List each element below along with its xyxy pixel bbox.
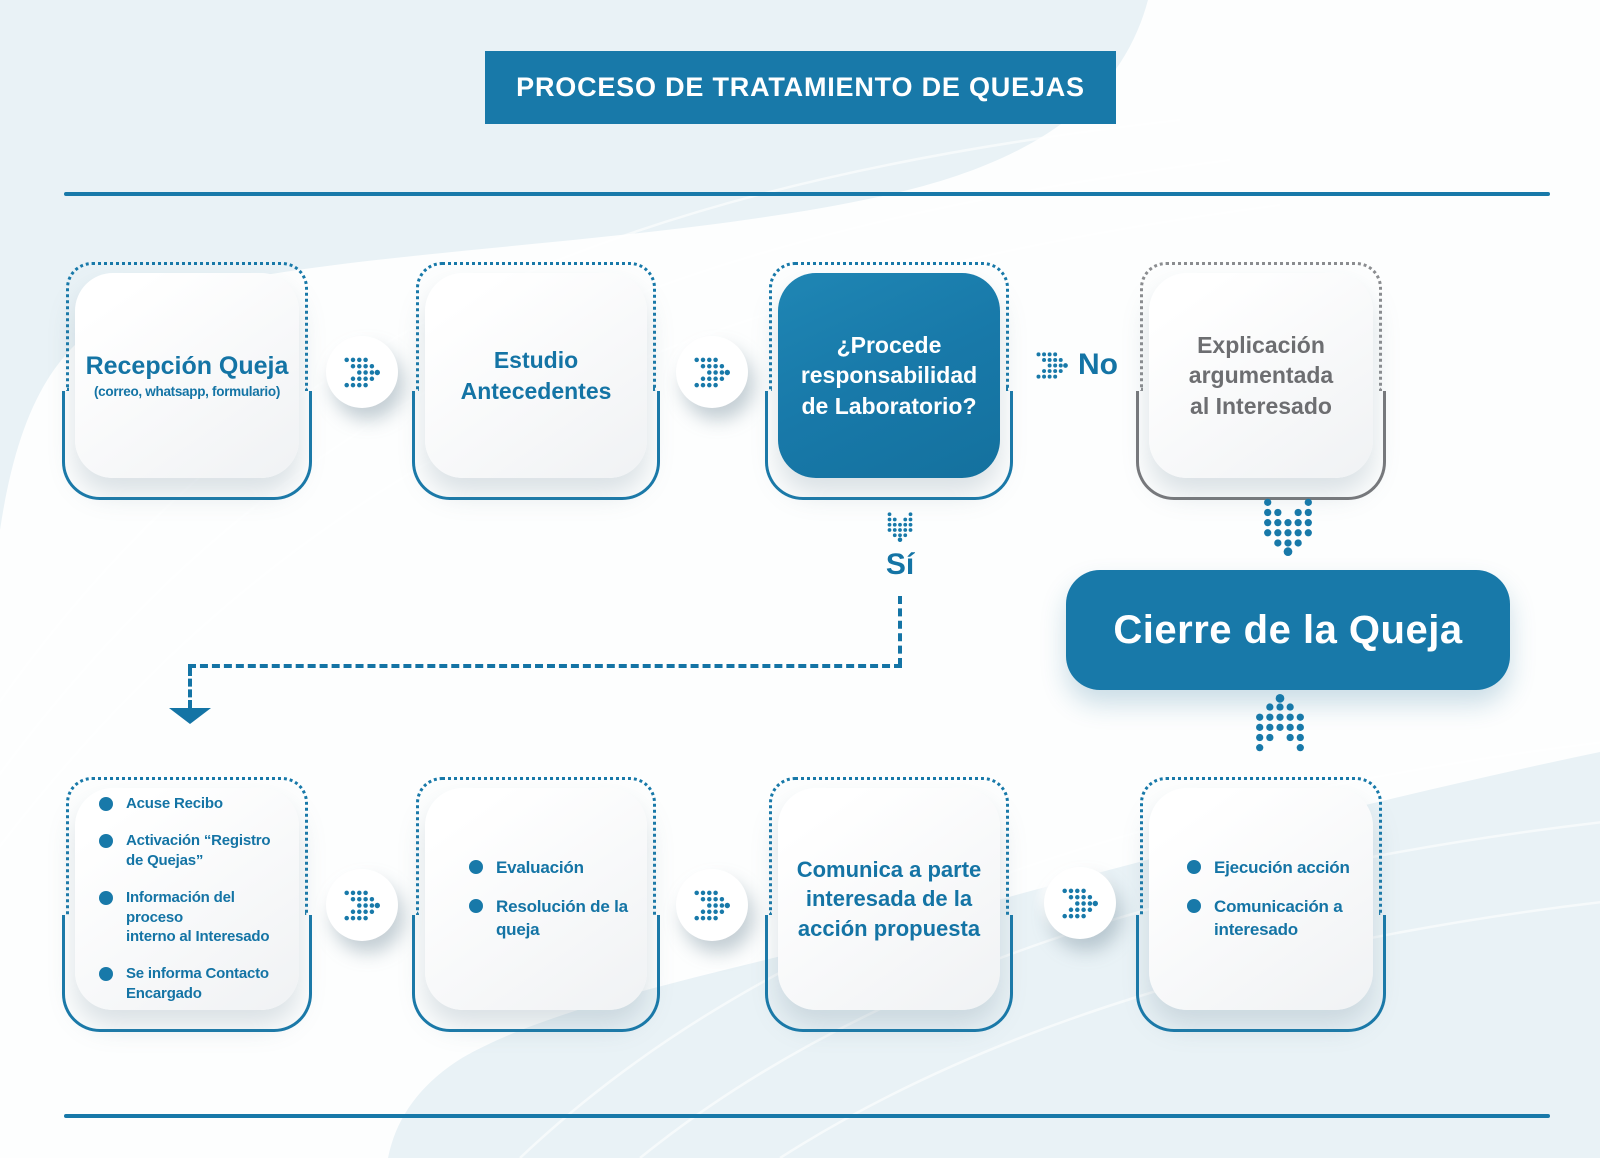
dot-bullet-icon <box>99 797 113 812</box>
node-explicacion-argumentada: Explicación argumentada al Interesado <box>1136 262 1386 500</box>
dot-bullet-icon <box>469 859 483 874</box>
list-item: Se informa Contacto Encargado <box>99 964 285 1004</box>
chevron-right-dots-icon <box>1036 352 1068 379</box>
node-subtitle: (correo, whatsapp, formulario) <box>93 384 281 399</box>
flow-arrow-circle <box>1044 867 1116 939</box>
bullet-list: Ejecución acción Comunicación a interesa… <box>1149 857 1373 941</box>
node-card: ¿Procede responsabilidad de Laboratorio? <box>778 273 1000 478</box>
node-registro-queja: Acuse Recibo Activación “Registro de Que… <box>62 777 312 1032</box>
solid-frame <box>1136 390 1386 500</box>
list-item: Información del proceso interno al Inter… <box>99 888 285 947</box>
dotted-frame <box>769 777 1009 915</box>
solid-frame <box>765 914 1013 1032</box>
node-title: Recepción Queja <box>85 352 289 380</box>
dot-bullet-icon <box>1187 899 1201 914</box>
node-ejecucion-accion: Ejecución acción Comunicación a interesa… <box>1136 777 1386 1032</box>
node-card: Ejecución acción Comunicación a interesa… <box>1149 788 1373 1010</box>
list-item: Evaluación <box>469 857 633 879</box>
to-cierre-up-arrow <box>1251 694 1309 752</box>
node-estudio-antecedentes: Estudio Antecedentes <box>412 262 660 500</box>
dotted-frame <box>1140 262 1382 391</box>
dot-bullet-icon <box>99 890 113 905</box>
node-recepcion-queja: Recepción Queja (correo, whatsapp, formu… <box>62 262 312 500</box>
top-divider <box>64 192 1550 196</box>
dotted-frame <box>416 777 656 915</box>
flow-arrow-circle <box>676 336 748 408</box>
chevron-right-dots-icon <box>694 357 730 387</box>
chevron-right-dots-icon <box>344 357 380 387</box>
solid-frame <box>62 914 312 1032</box>
solid-frame <box>412 390 660 500</box>
chevron-down-dots-icon <box>887 512 913 542</box>
solid-frame <box>62 390 312 500</box>
triangle-arrowhead-icon <box>169 708 211 724</box>
dotted-frame <box>416 262 656 391</box>
solid-frame <box>765 390 1013 500</box>
node-cierre-queja: Cierre de la Queja <box>1066 570 1510 690</box>
node-label: Explicación argumentada al Interesado <box>1188 331 1334 419</box>
node-label: Estudio Antecedentes <box>460 347 612 404</box>
flow-arrow-circle <box>326 336 398 408</box>
list-item: Resolución de la queja <box>469 896 633 941</box>
si-label: Sí <box>885 548 915 581</box>
chevron-right-dots-icon <box>694 890 730 920</box>
list-item: Ejecución acción <box>1187 857 1359 879</box>
no-label: No <box>1078 348 1118 381</box>
node-card: Comunica a parte interesada de la acción… <box>778 788 1000 1010</box>
chevron-right-dots-icon <box>1062 888 1098 918</box>
bottom-divider <box>64 1114 1550 1118</box>
chevron-down-dots-icon <box>1264 498 1312 556</box>
dot-bullet-icon <box>99 834 113 849</box>
solid-frame <box>412 914 660 1032</box>
si-connector-vertical <box>898 596 902 666</box>
flow-arrow-circle <box>676 869 748 941</box>
node-card: Explicación argumentada al Interesado <box>1149 273 1373 478</box>
page-title: PROCESO DE TRATAMIENTO DE QUEJAS <box>516 72 1085 102</box>
node-label: ¿Procede responsabilidad de Laboratorio? <box>800 331 978 419</box>
node-evaluacion: Evaluación Resolución de la queja <box>412 777 660 1032</box>
node-comunica-parte-interesada: Comunica a parte interesada de la acción… <box>765 777 1013 1032</box>
dot-bullet-icon <box>1187 859 1201 874</box>
dotted-frame <box>66 777 308 915</box>
bullet-list: Evaluación Resolución de la queja <box>425 857 647 941</box>
list-item: Acuse Recibo <box>99 794 285 814</box>
cierre-label: Cierre de la Queja <box>1113 607 1463 652</box>
flow-arrow-circle <box>326 869 398 941</box>
node-card: Acuse Recibo Activación “Registro de Que… <box>75 788 299 1010</box>
chevron-up-dots-icon <box>1256 694 1304 752</box>
dotted-frame <box>66 262 308 391</box>
list-item: Comunicación a interesado <box>1187 896 1359 941</box>
title-banner: PROCESO DE TRATAMIENTO DE QUEJAS <box>485 51 1116 124</box>
node-card: Estudio Antecedentes <box>425 273 647 478</box>
dot-bullet-icon <box>99 967 113 982</box>
chevron-right-dots-icon <box>344 890 380 920</box>
node-card: Recepción Queja (correo, whatsapp, formu… <box>75 273 299 478</box>
dotted-frame <box>1140 777 1382 915</box>
si-connector-drop <box>188 668 192 708</box>
dot-bullet-icon <box>469 899 483 914</box>
node-label: Comunica a parte interesada de la acción… <box>796 857 982 941</box>
node-card: Evaluación Resolución de la queja <box>425 788 647 1010</box>
node-procede-responsabilidad: ¿Procede responsabilidad de Laboratorio? <box>765 262 1013 500</box>
no-branch-arrow <box>1036 352 1068 379</box>
solid-frame <box>1136 914 1386 1032</box>
si-branch-arrow <box>885 512 915 542</box>
list-item: Activación “Registro de Quejas” <box>99 831 285 871</box>
dotted-frame <box>769 262 1009 391</box>
si-connector-horizontal <box>188 664 902 668</box>
to-cierre-arrow <box>1259 498 1317 556</box>
bullet-list: Acuse Recibo Activación “Registro de Que… <box>75 794 299 1003</box>
